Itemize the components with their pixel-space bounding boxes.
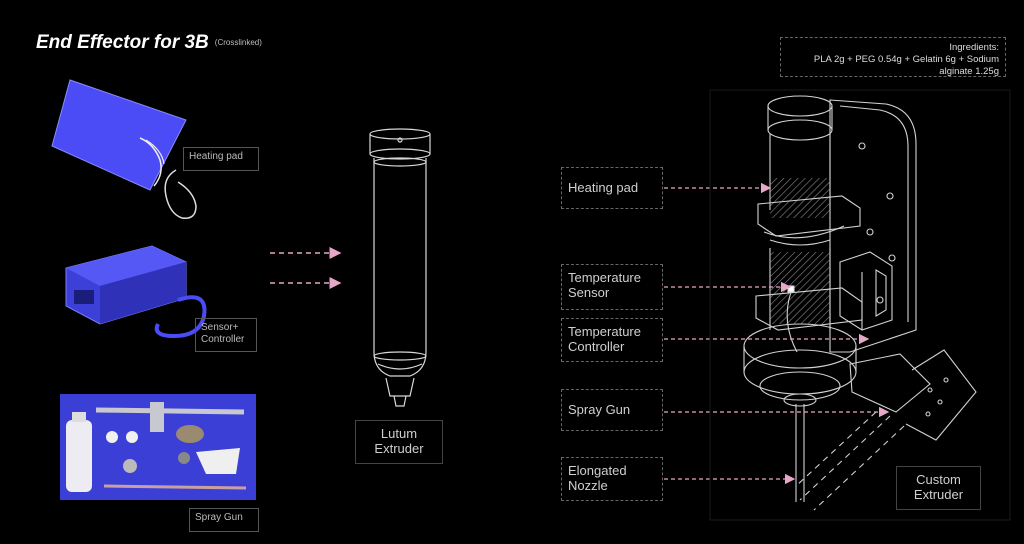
sensor-line-2: Controller <box>201 334 245 345</box>
page-title: End Effector for 3B (Crosslinked) <box>36 32 262 54</box>
ingredients-line-2: alginate 1.25g <box>939 66 999 77</box>
nozzle-line-1: Elongated <box>568 463 627 478</box>
nozzle-line-2: Nozzle <box>568 478 608 493</box>
temp-ctrl-line-1: Temperature <box>568 324 641 339</box>
label-elongated-nozzle: Elongated Nozzle <box>561 457 663 501</box>
title-subtitle: (Crosslinked) <box>214 38 262 48</box>
right-arrows <box>664 182 890 485</box>
sensor-controller-image <box>65 245 207 339</box>
heating-pad-image <box>51 79 197 219</box>
title-text: End Effector for 3B <box>36 32 209 53</box>
sensor-line-1: Sensor+ <box>201 322 239 333</box>
ingredients-heading: Ingredients: <box>949 42 999 53</box>
ingredients-line-1: PLA 2g + PEG 0.54g + Gelatin 6g + Sodium <box>813 54 999 65</box>
custom-line-2: Extruder <box>913 487 964 502</box>
label-heating-pad-left: Heating pad <box>183 147 259 171</box>
label-spray-gun-left: Spray Gun <box>189 508 259 532</box>
label-sensor-controller: Sensor+ Controller <box>195 318 257 352</box>
label-spray-gun-right: Spray Gun <box>561 389 663 431</box>
custom-line-1: Custom <box>916 472 961 487</box>
ingredients-box: Ingredients: PLA 2g + PEG 0.54g + Gelati… <box>780 37 1006 77</box>
label-custom-extruder: Custom Extruder <box>896 466 981 510</box>
temp-sensor-line-2: Sensor <box>568 285 610 300</box>
lutum-line-1: Lutum <box>380 426 418 441</box>
temp-sensor-line-1: Temperature <box>568 270 641 285</box>
temp-ctrl-line-2: Controller <box>568 339 625 354</box>
lutum-extruder-drawing <box>369 128 431 407</box>
spray-gun-kit-image <box>60 394 256 500</box>
label-temperature-controller: Temperature Controller <box>561 318 663 362</box>
lutum-line-2: Extruder <box>374 441 424 456</box>
label-temperature-sensor: Temperature Sensor <box>561 264 663 310</box>
label-lutum-extruder: Lutum Extruder <box>355 420 443 464</box>
label-heating-pad-right: Heating pad <box>561 167 663 209</box>
custom-frame <box>709 89 1011 521</box>
custom-extruder-drawing <box>743 95 977 511</box>
